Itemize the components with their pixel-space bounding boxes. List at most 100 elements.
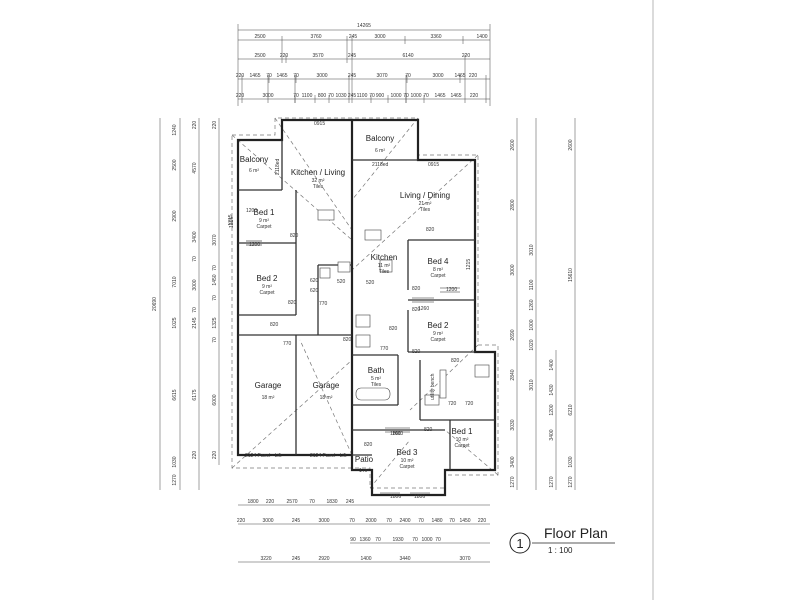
- dim-top-r1-0: 2500: [254, 34, 265, 40]
- opening-labels: 820 820 820 820 820 820 820 820 820 820 …: [229, 121, 474, 500]
- door-label: 820: [270, 322, 279, 328]
- dim-left-r3-4: 1450: [212, 274, 218, 285]
- dim-bot-r3-2: 70: [375, 537, 381, 543]
- svg-text:11 m²: 11 m²: [378, 263, 391, 269]
- svg-text:1 m²: 1 m²: [359, 468, 369, 474]
- dim-bot-r4-5: 3070: [459, 556, 470, 562]
- dim-bot-r3-6: 70: [435, 537, 441, 543]
- svg-text:Bed 2: Bed 2: [257, 274, 278, 283]
- dim-top-r4-7: 245: [348, 93, 357, 99]
- window-label: 1200: [249, 242, 260, 248]
- dim-left-r2-2: 3400: [192, 231, 198, 242]
- dim-top-r2-4: 6140: [402, 53, 413, 59]
- dim-right-r3-1: 1030: [568, 456, 574, 467]
- door-label: 820: [412, 286, 421, 292]
- dim-left-r2-6: 2145: [192, 317, 198, 328]
- dim-top-r4-1: 3000: [262, 93, 273, 99]
- dim-bot-r2-4: 70: [349, 518, 355, 524]
- dim-left-r1-2: 2900: [172, 210, 178, 221]
- dim-bot-r2-11: 1450: [459, 518, 470, 524]
- dim-top-r4-17: 220: [470, 93, 479, 99]
- dim-bot-r2-1: 3000: [262, 518, 273, 524]
- dim-left-r2-1: 4570: [192, 162, 198, 173]
- door-label: 770: [380, 346, 389, 352]
- dim-top-r3-11: 220: [469, 73, 478, 79]
- door-label: 520: [337, 279, 346, 285]
- room-bed-4: Bed 4 8 m² Carpet: [428, 257, 449, 279]
- dim-top-r3-8: 70: [405, 73, 411, 79]
- dim-top-r2-3: 245: [348, 53, 357, 59]
- dim-top-r3-9: 3000: [432, 73, 443, 79]
- dim-top-r2-2: 3570: [312, 53, 323, 59]
- basin-left: [337, 261, 351, 273]
- bathtub: [355, 387, 391, 401]
- svg-text:21 m²: 21 m²: [419, 201, 432, 207]
- roof-outline: [231, 117, 499, 489]
- dim-right-r2-0: 2600: [510, 139, 516, 150]
- interior-walls: [238, 140, 495, 470]
- room-kitchen: Kitchen 11 m² Tiles: [371, 253, 398, 275]
- room-labels: Balcony 6 m² Kitchen / Living 32 m² Tile…: [240, 134, 473, 474]
- dim-right-overall: 15610: [568, 268, 574, 282]
- dim-bot-r2-8: 70: [418, 518, 424, 524]
- dim-bot-r2-12: 220: [478, 518, 487, 524]
- svg-text:Bath: Bath: [368, 366, 384, 375]
- dim-right-r2-11: 1020: [529, 339, 535, 350]
- utility-bench-label: utility bench: [430, 373, 436, 400]
- room-bed-1-left: Bed 1 9 m² Carpet: [254, 208, 275, 230]
- svg-text:Tiles: Tiles: [420, 207, 431, 213]
- room-bath: Bath 5 m² Tiles: [368, 366, 384, 388]
- dim-right-r1-5: 3030: [510, 419, 516, 430]
- svg-text:32 m²: 32 m²: [312, 178, 325, 184]
- misc-dim: 0915: [428, 162, 439, 168]
- svg-text:Bed 1: Bed 1: [452, 427, 473, 436]
- dim-top-r3-6: 245: [348, 73, 357, 79]
- dim-bot-r4-4: 3440: [399, 556, 410, 562]
- dim-left-r1-1: 2500: [172, 159, 178, 170]
- svg-text:Carpet: Carpet: [256, 224, 272, 230]
- dim-right-r2-3: 1100: [529, 279, 535, 290]
- svg-text:Patio: Patio: [355, 455, 374, 464]
- kitchen-sink-upper: [317, 209, 335, 221]
- svg-text:9 m²: 9 m²: [259, 218, 269, 224]
- door-label: 820: [288, 300, 297, 306]
- view-title: Floor Plan: [544, 525, 608, 541]
- dim-left-r2-8: 220: [192, 451, 198, 460]
- dim-top-r4-4: 800: [318, 93, 327, 99]
- svg-text:9 m²: 9 m²: [262, 284, 272, 290]
- view-scale: 1 : 100: [548, 546, 573, 555]
- dim-bot-r1-3: 70: [309, 499, 315, 505]
- dim-top-r4-8: 1100: [357, 93, 368, 99]
- dim-top-r3-3: 1465: [276, 73, 287, 79]
- dim-left-r1-0: 1240: [172, 124, 178, 135]
- svg-text:Carpet: Carpet: [430, 273, 446, 279]
- svg-text:10 m²: 10 m²: [456, 437, 469, 443]
- dim-top-r4-14: 70: [423, 93, 429, 99]
- dim-left-r1-6: 1030: [172, 456, 178, 467]
- svg-text:Bed 1: Bed 1: [254, 208, 275, 217]
- svg-text:Bed 3: Bed 3: [397, 448, 418, 457]
- robe-label: 2118ed: [372, 162, 389, 168]
- dim-left-r3-1: 1215: [228, 214, 234, 225]
- dim-top-r1-1: 3760: [310, 34, 321, 40]
- window-label: 1260: [418, 306, 429, 312]
- dim-top-r4-9: 70: [369, 93, 375, 99]
- dim-left-r3-2: 3070: [212, 234, 218, 245]
- room-garage-left: Garage 18 m²: [255, 381, 282, 401]
- door-label: 720: [465, 401, 474, 407]
- dim-bot-r1-0: 1800: [247, 499, 258, 505]
- dim-bot-r1-5: 245: [346, 499, 355, 505]
- dim-bot-r2-6: 70: [386, 518, 392, 524]
- svg-text:8 m²: 8 m²: [433, 267, 443, 273]
- dim-bot-r1-2: 2570: [286, 499, 297, 505]
- dim-bot-r4-0: 3220: [260, 556, 271, 562]
- dim-top-r3-4: 70: [293, 73, 299, 79]
- dim-left-r3-7: 70: [212, 337, 218, 343]
- laundry-tub: [355, 334, 371, 348]
- dim-right-r1-3: 2690: [510, 329, 516, 340]
- dim-top-r2-0: 2500: [254, 53, 265, 59]
- dim-right-r3-2: 1270: [568, 476, 574, 487]
- window-marks: [246, 240, 460, 494]
- dim-bot-r2-0: 220: [237, 518, 246, 524]
